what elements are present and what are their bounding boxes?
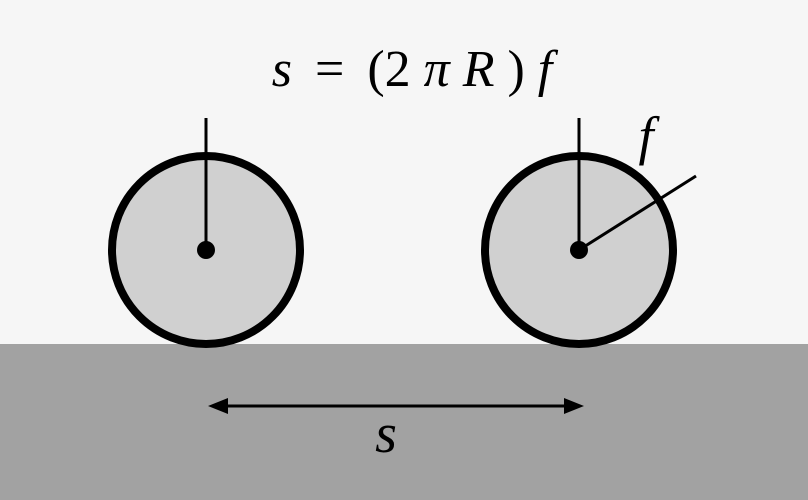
- distance-arrow-right-head: [564, 398, 584, 414]
- formula-R: R: [462, 41, 495, 98]
- formula-close: ): [507, 41, 524, 98]
- formula-pi: π: [424, 41, 452, 98]
- formula-open: (2: [367, 41, 410, 98]
- wheel-end-rotated-spoke: [578, 174, 697, 252]
- formula: s = (2 π R ) f: [272, 41, 559, 98]
- distance-arrow: [208, 398, 584, 414]
- distance-label: s: [375, 403, 397, 465]
- wheel-end: [481, 118, 697, 348]
- distance-arrow-left-head: [208, 398, 228, 414]
- wheel-end-hub: [570, 241, 588, 259]
- wheel-start: [108, 118, 304, 348]
- ground: [0, 344, 808, 500]
- wheel-start-hub: [197, 241, 215, 259]
- formula-s: s: [272, 41, 292, 98]
- formula-equals: =: [315, 41, 344, 98]
